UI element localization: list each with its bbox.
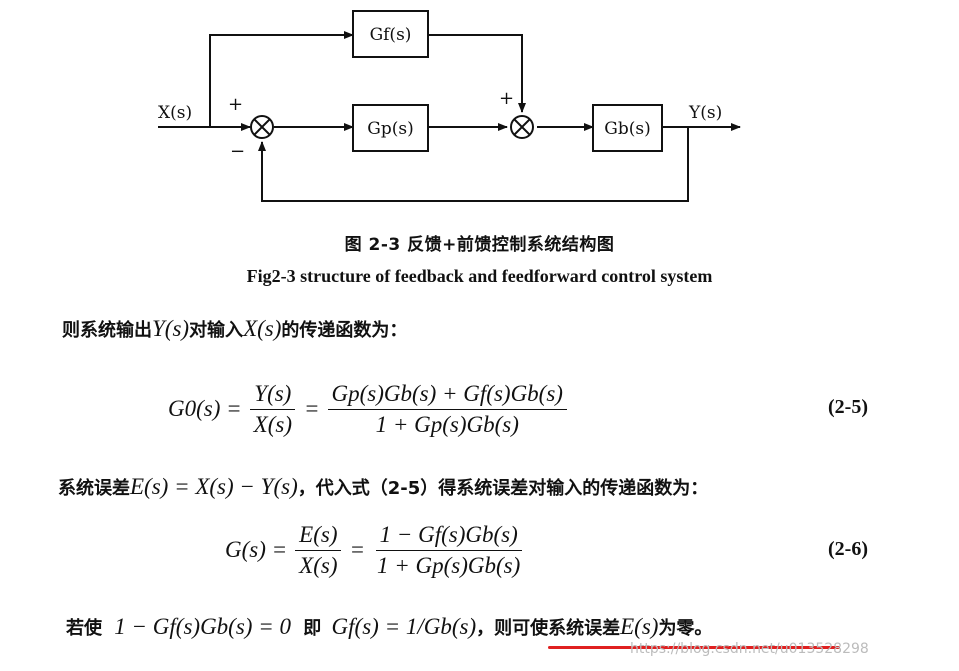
equation-2-5: G0(s) = Y(s) X(s) = Gp(s)Gb(s) + Gf(s)Gb… (168, 374, 567, 444)
para2-text-b: ，代入式（2-5）得系统误差对输入的传递函数为： (297, 478, 709, 499)
para3-text-a: 若使 (66, 618, 102, 639)
eq25-fraction-2: Gp(s)Gb(s) + Gf(s)Gb(s) 1 + Gp(s)Gb(s) (327, 381, 567, 438)
sum1-minus-sign: − (230, 141, 245, 162)
para3-math-gf: Gf(s) = 1/Gb(s) (331, 614, 477, 639)
eq25-frac2-denominator: 1 + Gp(s)Gb(s) (375, 411, 519, 437)
para3-text-b: 即 (303, 618, 322, 639)
equation-number-2-5: (2-5) (828, 396, 868, 418)
equation-2-6: G(s) = E(s) X(s) = 1 − Gf(s)Gb(s) 1 + Gp… (225, 514, 524, 586)
para1-text-a: 则系统输出 (62, 320, 152, 341)
eq25-frac1-numerator: Y(s) (250, 381, 296, 410)
para3-math-e: E(s) (620, 614, 659, 639)
paragraph-transfer-intro: 则系统输出Y(s)对输入X(s)的传递函数为： (62, 316, 407, 342)
output-signal-label: Y(s) (688, 103, 722, 123)
eq26-frac1-denominator: X(s) (299, 552, 338, 578)
para3-text-d: 为零。 (658, 618, 713, 639)
eq26-fraction-2: 1 − Gf(s)Gb(s) 1 + Gp(s)Gb(s) (373, 522, 524, 579)
watermark: https://blog.csdn.net/u013528298 (630, 641, 869, 657)
eq26-equals: = (349, 537, 366, 562)
eq25-lhs: G0(s) = (168, 396, 242, 421)
summing-junction-1 (250, 115, 274, 139)
red-underline-annotation (548, 646, 840, 649)
para1-text-b: 对输入 (189, 320, 244, 341)
para2-math-error: E(s) = X(s) − Y(s) (130, 474, 298, 499)
summing-junction-2 (510, 115, 534, 139)
block-diagram: Gf(s) Gp(s) Gb(s) X(s) Y(s) + − + (158, 10, 741, 202)
block-gf-label: Gf(s) (370, 25, 412, 45)
para3-math-condition: 1 − Gf(s)Gb(s) = 0 (114, 614, 291, 639)
block-gf: Gf(s) (352, 10, 429, 58)
eq26-frac2-denominator: 1 + Gp(s)Gb(s) (377, 552, 521, 578)
block-gb-label: Gb(s) (604, 119, 650, 139)
sum2-plus-sign: + (499, 88, 514, 109)
eq25-equals: = (303, 396, 320, 421)
eq25-frac2-numerator: Gp(s)Gb(s) + Gf(s)Gb(s) (327, 381, 567, 410)
eq25-fraction-1: Y(s) X(s) (250, 381, 296, 438)
sum1-plus-sign: + (228, 94, 243, 115)
eq26-lhs: G(s) = (225, 537, 288, 562)
equation-number-2-6: (2-6) (828, 538, 868, 560)
para1-text-c: 的传递函数为： (281, 320, 408, 341)
figure-caption-chinese: 图 2-3 反馈+前馈控制系统结构图 (344, 235, 615, 255)
eq25-frac1-denominator: X(s) (253, 411, 292, 437)
para2-text-a: 系统误差 (58, 478, 130, 499)
eq26-frac1-numerator: E(s) (295, 522, 342, 551)
para1-math-y: Y(s) (152, 316, 190, 341)
para1-math-x: X(s) (243, 316, 282, 341)
eq26-fraction-1: E(s) X(s) (295, 522, 342, 579)
para3-text-c: ，则可使系统误差 (476, 618, 621, 639)
figure-caption-english: Fig2-3 structure of feedback and feedfor… (246, 266, 713, 286)
block-gp-label: Gp(s) (367, 119, 413, 139)
block-gp: Gp(s) (352, 104, 429, 152)
input-signal-label: X(s) (158, 103, 192, 123)
block-gb: Gb(s) (592, 104, 663, 152)
eq26-frac2-numerator: 1 − Gf(s)Gb(s) (375, 522, 522, 551)
paragraph-zero-error-condition: 若使 1 − Gf(s)Gb(s) = 0 即 Gf(s) = 1/Gb(s)，… (66, 614, 712, 640)
paragraph-error-definition: 系统误差E(s) = X(s) − Y(s)，代入式（2-5）得系统误差对输入的… (58, 474, 708, 500)
